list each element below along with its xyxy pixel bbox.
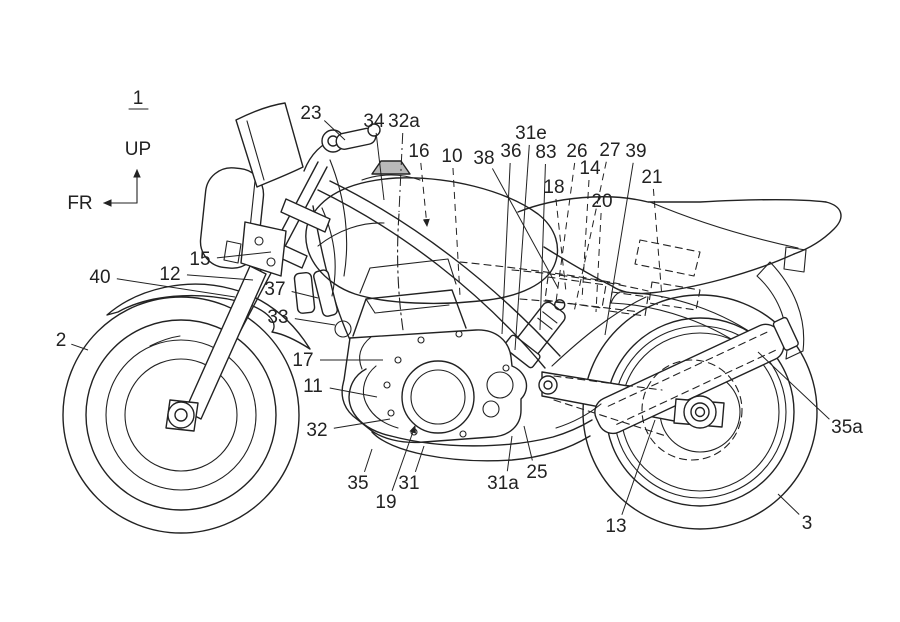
leader-line-14: [581, 179, 590, 301]
ref-label-17: 17: [292, 350, 313, 371]
leader-line-38: [491, 168, 559, 289]
ref-label-26: 26: [566, 141, 587, 162]
leader-line-31a: [506, 435, 513, 472]
ref-label-38: 38: [473, 148, 494, 169]
cylinder-block: [352, 289, 467, 337]
ref-label-27: 27: [599, 140, 620, 161]
leader-line-13: [621, 419, 656, 515]
ref-label-36: 36: [500, 141, 521, 162]
ref-label-40: 40: [89, 267, 110, 288]
bar-end: [367, 123, 381, 137]
rear-axle: [553, 359, 743, 461]
leader-line-37: [291, 290, 319, 299]
ref-label-31: 31: [398, 473, 419, 494]
leader-line-36: [501, 162, 511, 335]
front-wheel: [62, 296, 300, 534]
leader-line-3: [777, 493, 800, 515]
ref-label-35: 35: [347, 473, 368, 494]
ref-label-31e: 31e: [515, 123, 547, 144]
leader-line-31: [414, 445, 425, 473]
leader-line-39: [604, 162, 634, 336]
clutch-cover: [401, 360, 475, 434]
leader-line-2: [71, 343, 89, 351]
windscreen: [235, 102, 304, 188]
leader-line-33: [294, 318, 336, 326]
chain-lower: [553, 399, 667, 437]
leader-line-83: [539, 163, 546, 331]
leader-line-12: [186, 274, 254, 281]
exhaust-header: [348, 336, 593, 462]
ref-label-12: 12: [159, 264, 180, 285]
ref-label-14: 14: [579, 158, 601, 179]
fork-slider: [184, 265, 267, 420]
ref-label-34: 34: [363, 111, 385, 132]
headlight-bracket: [240, 221, 287, 277]
ref-label-19: 19: [375, 492, 396, 513]
leader-line-35: [363, 448, 373, 473]
ref-label-23: 23: [300, 103, 321, 124]
ref-label-39: 39: [625, 141, 646, 162]
fr-label: FR: [67, 193, 92, 214]
leader-line-31e: [514, 144, 530, 351]
figure-number: 1: [133, 88, 144, 109]
taillight: [783, 246, 807, 273]
horn: [334, 320, 352, 338]
engine: [341, 258, 528, 444]
ref-label-21: 21: [641, 167, 662, 188]
ref-label-83: 83: [535, 142, 556, 163]
leader-line-15: [216, 251, 272, 259]
ref-label-16: 16: [408, 141, 429, 162]
leader-line-19: [391, 425, 416, 491]
tank-filler-cap: [371, 160, 411, 175]
leader-line-10: [452, 167, 461, 297]
ref-label-15: 15: [189, 249, 210, 270]
sprocket-dashed-circle: [641, 359, 743, 461]
fuel-pump-hidden-line: [397, 213, 404, 331]
ref-label-11: 11: [303, 376, 323, 397]
reservoir-tank: [293, 271, 316, 314]
leader-line-40: [116, 278, 236, 298]
leader-line-11: [329, 387, 378, 398]
leader-line-34: [375, 132, 385, 201]
ref-label-2: 2: [56, 330, 67, 351]
orientation-indicator: UP FR: [67, 139, 151, 214]
leader-line-32: [333, 418, 391, 429]
leader-line-27: [573, 161, 607, 313]
ref-label-3: 3: [802, 513, 813, 534]
front-small-parts: [293, 159, 352, 338]
front-fender: [106, 283, 311, 350]
seat-tail: [517, 196, 842, 295]
motorcycle-drawing: [62, 102, 842, 534]
leader-line-20: [595, 212, 602, 313]
ref-label-18: 18: [543, 177, 564, 198]
up-label: UP: [125, 139, 151, 160]
ref-label-37: 37: [264, 279, 285, 300]
leader-line-16: [420, 162, 430, 227]
chain-upper: [553, 375, 663, 391]
rear-shock: [503, 299, 566, 369]
leader-line-32a: [398, 132, 404, 213]
leader-line-21: [652, 188, 663, 299]
leader-line-35a: [757, 351, 830, 420]
ref-label-35a: 35a: [831, 417, 863, 438]
ref-label-32: 32: [306, 420, 327, 441]
ref-label-33: 33: [267, 307, 288, 328]
ref-label-10: 10: [441, 146, 462, 167]
ref-label-20: 20: [591, 191, 612, 212]
fuel-tank: [305, 160, 559, 331]
figure-number-group: 1: [128, 88, 149, 110]
leader-line-23: [323, 120, 346, 141]
ref-label-31a: 31a: [487, 473, 519, 494]
ref-label-32a: 32a: [388, 111, 420, 132]
ref-label-13: 13: [605, 516, 626, 537]
leader-line-25: [523, 425, 533, 461]
ref-label-25: 25: [526, 462, 547, 483]
front-end: [199, 102, 381, 277]
leader-line-18: [555, 198, 567, 293]
